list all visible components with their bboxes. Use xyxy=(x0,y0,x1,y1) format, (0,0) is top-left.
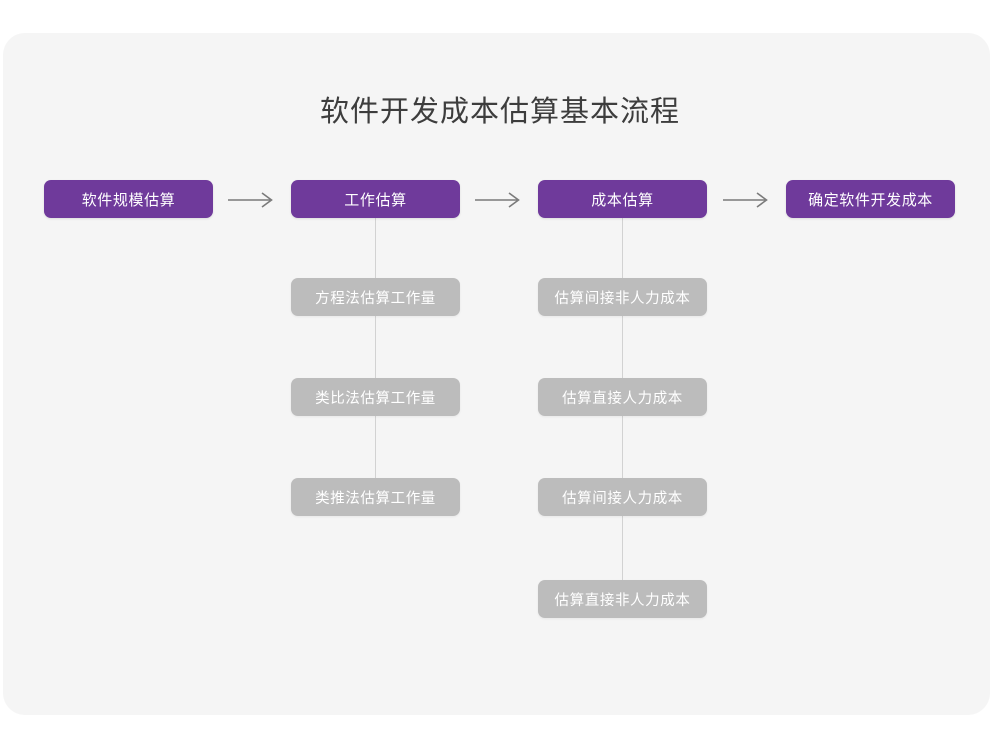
flow-step-1[interactable]: 软件规模估算 xyxy=(44,180,213,218)
page-title: 软件开发成本估算基本流程 xyxy=(319,96,680,128)
flow-step-1-label: 软件规模估算 xyxy=(81,191,176,209)
branch-2-item-1-label: 方程法估算工作量 xyxy=(315,290,436,307)
branch-3-item-2-label: 估算直接人力成本 xyxy=(562,390,683,407)
branch-3-item-1-label: 估算间接非人力成本 xyxy=(554,290,691,307)
branch-3-item-2[interactable]: 估算直接人力成本 xyxy=(538,378,707,416)
diagram-card xyxy=(3,33,990,715)
branch-3-item-4-label: 估算直接非人力成本 xyxy=(554,592,691,609)
branch-3-item-1[interactable]: 估算间接非人力成本 xyxy=(538,278,707,316)
flow-step-3[interactable]: 成本估算 xyxy=(538,180,707,218)
flow-step-2[interactable]: 工作估算 xyxy=(291,180,460,218)
flow-step-3-label: 成本估算 xyxy=(591,191,654,209)
branch-2-item-3-label: 类推法估算工作量 xyxy=(315,490,436,507)
branch-3-item-4[interactable]: 估算直接非人力成本 xyxy=(538,580,707,618)
flow-step-2-label: 工作估算 xyxy=(344,191,407,209)
branch-2-item-2-label: 类比法估算工作量 xyxy=(315,390,436,407)
connector-line-column-2 xyxy=(375,217,376,500)
flow-step-4[interactable]: 确定软件开发成本 xyxy=(786,180,955,218)
branch-2-item-2[interactable]: 类比法估算工作量 xyxy=(291,378,460,416)
arrow-right-icon-2 xyxy=(473,190,525,210)
branch-3-item-3-label: 估算间接人力成本 xyxy=(562,490,683,507)
branch-2-item-3[interactable]: 类推法估算工作量 xyxy=(291,478,460,516)
arrow-right-icon-3 xyxy=(721,190,773,210)
branch-3-item-3[interactable]: 估算间接人力成本 xyxy=(538,478,707,516)
arrow-right-icon-1 xyxy=(226,190,278,210)
branch-2-item-1[interactable]: 方程法估算工作量 xyxy=(291,278,460,316)
flow-step-4-label: 确定软件开发成本 xyxy=(808,191,933,209)
